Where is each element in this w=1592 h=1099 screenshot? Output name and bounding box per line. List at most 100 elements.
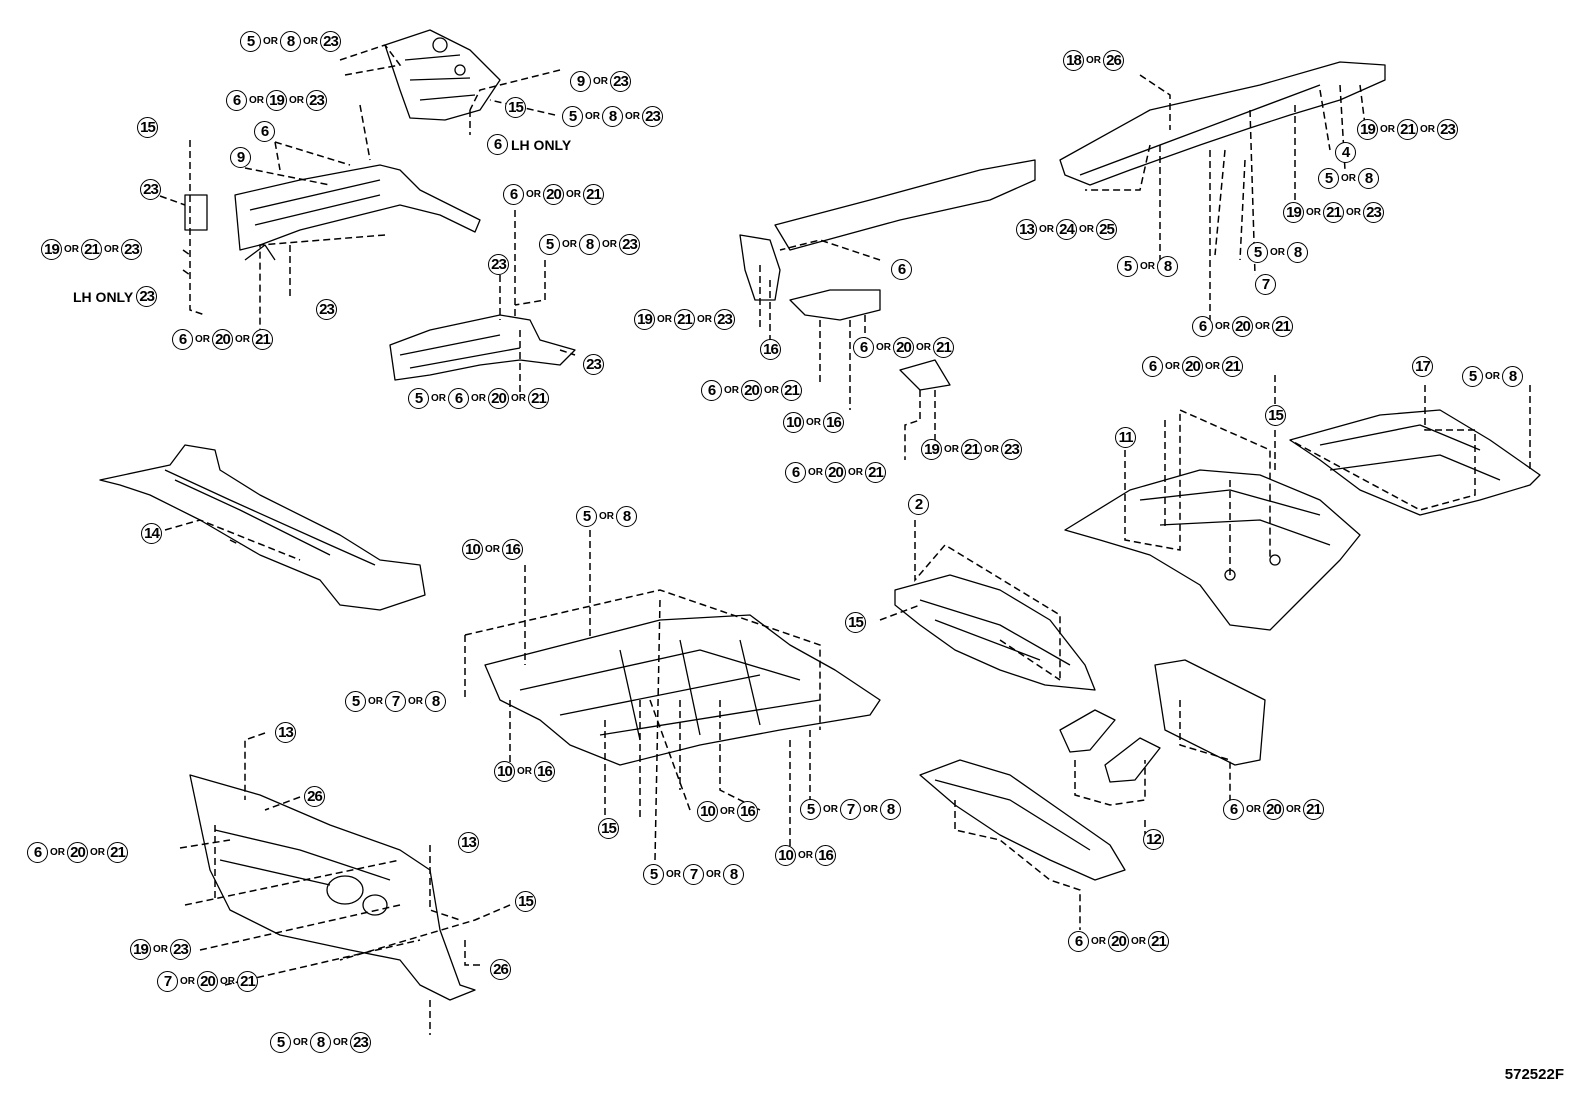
part-number: 5 [270,1032,291,1053]
part-number: 4 [1335,142,1356,163]
part-number: 5 [1247,242,1268,263]
or-separator: OR [408,696,423,707]
part-number: 6 [1223,799,1244,820]
part-number: 20 [1182,356,1203,377]
part-callout: 14 [141,523,162,544]
part-number: 23 [714,309,735,330]
part-number: 20 [67,842,88,863]
part-number: 16 [815,845,836,866]
part-number: 21 [1397,119,1418,140]
or-separator: OR [195,334,210,345]
part-number: 23 [1363,202,1384,223]
part-number: 20 [543,184,564,205]
part-number: 6 [487,134,508,155]
part-number: 6 [785,462,806,483]
part-callout: 15 [505,97,526,118]
part-number: 5 [240,31,261,52]
part-callout: 26 [304,786,325,807]
part-number: 5 [1318,168,1339,189]
part-number: 6 [254,121,275,142]
callout-note: LH ONLY [511,136,572,153]
or-separator: OR [517,766,532,777]
part-number: 6 [172,329,193,350]
or-separator: OR [1140,261,1155,272]
part-number: 20 [1108,931,1129,952]
part-callout: 23 [488,254,509,275]
part-number: 11 [1115,427,1136,448]
or-separator: OR [863,804,878,815]
part-number: 6 [701,380,722,401]
part-number: 16 [534,761,555,782]
part-number: 20 [893,337,914,358]
or-separator: OR [368,696,383,707]
part-number: 10 [494,761,515,782]
or-separator: OR [984,444,999,455]
part-number: 8 [1358,168,1379,189]
or-separator: OR [153,944,168,955]
or-separator: OR [1091,936,1106,947]
part-number: 23 [642,106,663,127]
part-number: 6 [226,90,247,111]
part-callout: 2 [908,494,929,515]
front-apron-lower-drawing [389,314,576,381]
or-separator: OR [180,976,195,987]
part-number: 16 [760,339,781,360]
part-number: 23 [583,354,604,375]
part-number: 8 [310,1032,331,1053]
part-number: 20 [1263,799,1284,820]
part-number: 8 [425,691,446,712]
or-separator: OR [1346,207,1361,218]
part-callout: 23 [316,299,337,320]
floor-side-member-drawing [919,759,1126,881]
part-number: 21 [1148,931,1169,952]
or-separator: OR [599,511,614,522]
or-separator: OR [625,111,640,122]
or-separator: OR [720,806,735,817]
cowl-side-panel-drawing [384,29,501,121]
or-separator: OR [1131,936,1146,947]
part-number: 23 [320,31,341,52]
part-number: 19 [41,239,62,260]
part-number: 20 [488,388,509,409]
part-callout: 23 [583,354,604,375]
part-number: 5 [562,106,583,127]
part-number: 21 [1323,202,1344,223]
part-number: 5 [576,506,597,527]
or-separator: OR [666,869,681,880]
part-number: 8 [1502,366,1523,387]
part-number: 8 [880,799,901,820]
part-callout: 9 [230,147,251,168]
cowl-top-panel-drawing [99,444,426,611]
part-callout: 11 [1115,427,1136,448]
part-number: 18 [1063,50,1084,71]
or-separator: OR [1086,55,1101,66]
part-number: 16 [737,801,758,822]
part-number: 26 [304,786,325,807]
part-number: 5 [539,234,560,255]
or-separator: OR [706,869,721,880]
part-number: 7 [840,799,861,820]
part-number: 23 [170,939,191,960]
part-callout: 4 [1335,142,1356,163]
part-number: 6 [1068,931,1089,952]
or-separator: OR [431,393,446,404]
or-separator: OR [50,847,65,858]
part-number: 21 [1272,316,1293,337]
or-separator: OR [944,444,959,455]
leader-lines [159,44,1531,1035]
or-separator: OR [263,36,278,47]
or-separator: OR [485,544,500,555]
